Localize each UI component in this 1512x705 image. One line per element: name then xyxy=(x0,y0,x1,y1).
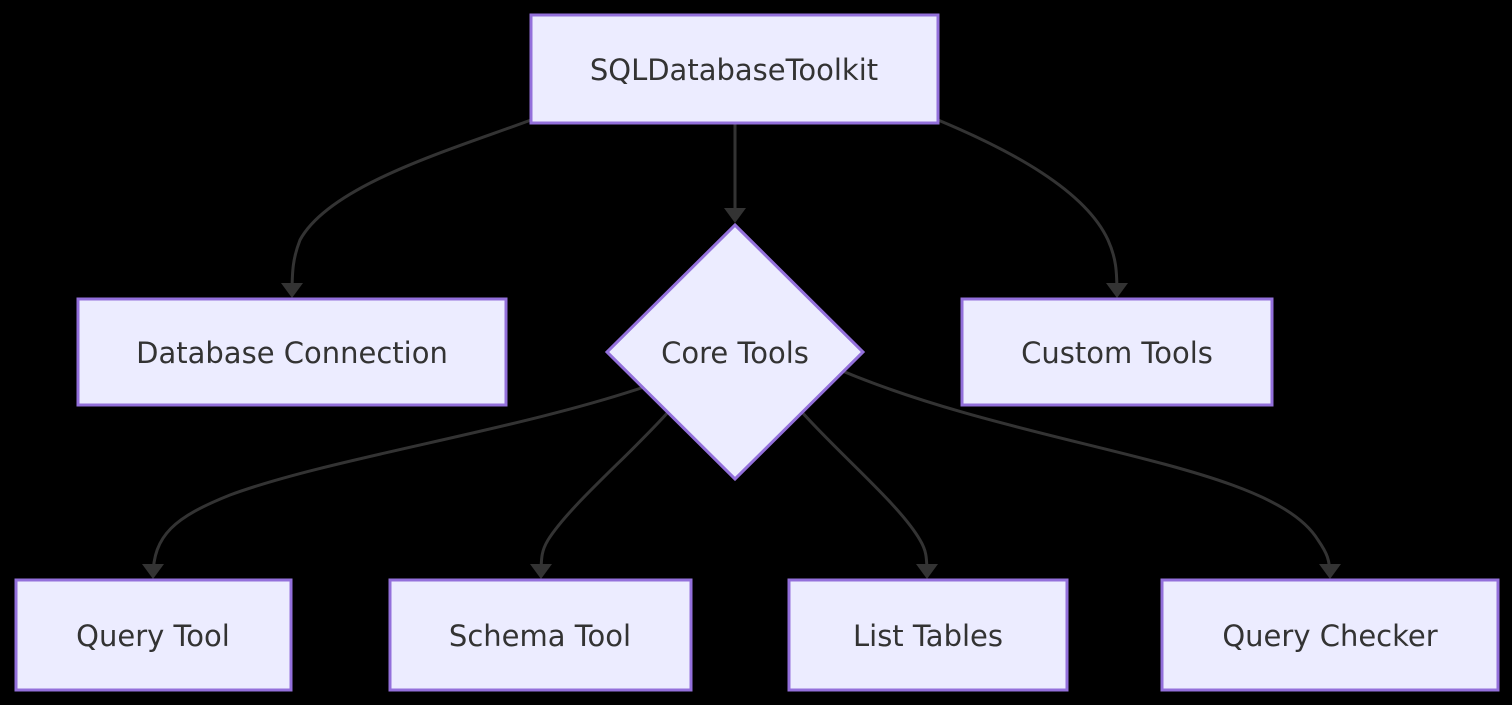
edge-toolkit-to-custom-tools xyxy=(937,118,1128,298)
edge-core-tools-to-list-tables xyxy=(798,409,938,579)
node-query-tool-label: Query Tool xyxy=(76,619,230,653)
edge-core-tools-to-schema-tool xyxy=(530,409,672,579)
node-database-connection: Database Connection xyxy=(76,297,508,407)
node-query-tool-box xyxy=(14,578,293,692)
edge-core-tools-to-query-tool xyxy=(142,383,651,579)
node-query-tool: Query Tool xyxy=(14,578,293,692)
node-schema-tool-label: Schema Tool xyxy=(449,619,631,653)
node-list-tables-box xyxy=(787,578,1069,692)
node-schema-tool-box xyxy=(388,578,693,692)
node-query-checker-box xyxy=(1160,578,1500,692)
node-custom-tools-box xyxy=(960,297,1274,407)
node-database-connection-box xyxy=(76,297,508,407)
node-sqldatabasetoolkit-label: SQLDatabaseToolkit xyxy=(590,53,878,87)
edge-toolkit-to-database-connection xyxy=(281,118,532,298)
node-database-connection-label: Database Connection xyxy=(136,336,448,370)
node-core-tools-label: Core Tools xyxy=(661,336,809,370)
node-sqldatabasetoolkit: SQLDatabaseToolkit xyxy=(529,13,940,125)
node-core-tools: Core Tools xyxy=(604,222,866,482)
node-custom-tools: Custom Tools xyxy=(960,297,1274,407)
node-sqldatabasetoolkit-box xyxy=(529,13,940,125)
node-schema-tool: Schema Tool xyxy=(388,578,693,692)
node-custom-tools-label: Custom Tools xyxy=(1021,336,1213,370)
edges-layer xyxy=(142,118,1341,579)
node-list-tables: List Tables xyxy=(787,578,1069,692)
node-query-checker-label: Query Checker xyxy=(1222,619,1437,653)
node-core-tools-diamond xyxy=(604,222,866,482)
node-query-checker: Query Checker xyxy=(1160,578,1500,692)
node-list-tables-label: List Tables xyxy=(853,619,1003,653)
edge-core-tools-to-query-checker xyxy=(839,368,1341,579)
